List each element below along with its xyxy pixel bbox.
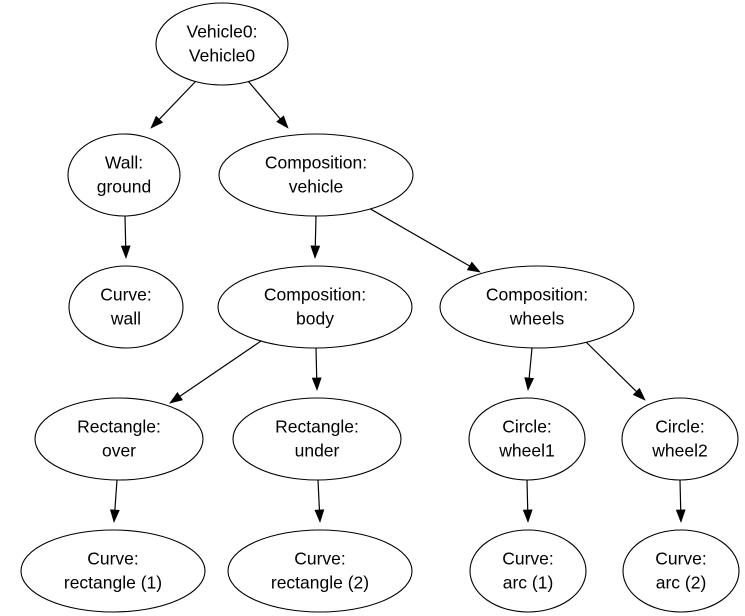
graph-edge xyxy=(524,347,535,392)
node-type-label: Curve: xyxy=(655,549,707,569)
edge-line xyxy=(528,347,533,379)
edge-arrowhead-icon xyxy=(675,509,686,524)
graph-node-curve_rectangle_1[interactable]: Curve: rectangle (1) xyxy=(20,529,206,613)
edge-arrowhead-icon xyxy=(466,261,481,273)
graph-node-composition_vehicle[interactable]: Composition: vehicle xyxy=(218,133,414,217)
edge-arrowhead-icon xyxy=(120,245,131,260)
edge-arrowhead-icon xyxy=(522,509,533,524)
graph-edge xyxy=(522,479,533,524)
edge-arrowhead-icon xyxy=(150,115,164,129)
edge-line xyxy=(124,215,127,247)
graph-node-vehicle0[interactable]: Vehicle0: Vehicle0 xyxy=(155,2,289,86)
graph-edge xyxy=(120,215,131,260)
edge-arrowhead-icon xyxy=(169,391,183,404)
graph-node-composition_body[interactable]: Composition: body xyxy=(217,265,413,349)
graph-edge xyxy=(311,347,322,392)
node-name-label: rectangle (1) xyxy=(64,573,162,593)
edge-line xyxy=(582,338,637,393)
node-type-label: Circle: xyxy=(655,417,705,437)
node-name-label: wall xyxy=(110,309,141,329)
node-ellipse[interactable] xyxy=(155,2,289,86)
node-type-label: Curve: xyxy=(87,549,139,569)
node-type-label: Circle: xyxy=(502,417,552,437)
edge-line xyxy=(158,80,197,120)
node-name-label: under xyxy=(295,441,340,461)
node-ellipse[interactable] xyxy=(67,133,181,217)
node-name-label: vehicle xyxy=(289,177,343,197)
edge-arrowhead-icon xyxy=(314,509,325,524)
graph-edge xyxy=(582,338,646,401)
node-type-label: Wall: xyxy=(105,153,143,173)
graph-node-curve_arc_1[interactable]: Curve: arc (1) xyxy=(469,529,587,613)
node-type-label: Vehicle0: xyxy=(186,22,257,42)
edge-line xyxy=(679,479,682,511)
node-name-label: Vehicle0 xyxy=(189,46,255,66)
edge-arrowhead-icon xyxy=(310,245,321,260)
graph-edge xyxy=(675,479,686,524)
node-ellipse[interactable] xyxy=(469,529,587,613)
graph-node-wall_ground[interactable]: Wall: ground xyxy=(67,133,181,217)
node-name-label: rectangle (2) xyxy=(271,573,369,593)
node-ellipse[interactable] xyxy=(468,397,586,481)
node-ellipse[interactable] xyxy=(20,529,206,613)
nodes-layer: Vehicle0:Vehicle0Wall:groundComposition:… xyxy=(20,2,740,613)
edge-arrowhead-icon xyxy=(276,115,289,129)
edge-line xyxy=(366,206,470,267)
node-ellipse[interactable] xyxy=(227,529,413,613)
graph-node-rectangle_under[interactable]: Rectangle: under xyxy=(232,397,402,481)
node-ellipse[interactable] xyxy=(68,265,184,349)
node-name-label: ground xyxy=(97,177,152,197)
graph-node-rectangle_over[interactable]: Rectangle: over xyxy=(34,397,204,481)
node-type-label: Composition: xyxy=(264,285,366,305)
node-type-label: Curve: xyxy=(100,285,152,305)
node-name-label: arc (2) xyxy=(656,573,707,593)
node-name-label: over xyxy=(102,441,136,461)
node-ellipse[interactable] xyxy=(439,265,635,349)
node-ellipse[interactable] xyxy=(232,397,402,481)
node-type-label: Rectangle: xyxy=(275,417,359,437)
node-type-label: Composition: xyxy=(265,153,367,173)
edge-arrowhead-icon xyxy=(632,387,646,401)
node-type-label: Curve: xyxy=(294,549,346,569)
node-type-label: Curve: xyxy=(502,549,554,569)
graph-node-composition_wheels[interactable]: Composition: wheels xyxy=(439,265,635,349)
node-type-label: Rectangle: xyxy=(77,417,161,437)
node-name-label: wheels xyxy=(509,309,565,329)
graph-edge xyxy=(366,206,481,273)
graph-node-curve_wall[interactable]: Curve: wall xyxy=(68,265,184,349)
node-ellipse[interactable] xyxy=(621,397,739,481)
node-name-label: arc (1) xyxy=(503,573,554,593)
edge-line xyxy=(247,80,281,120)
graph-edge xyxy=(109,479,120,524)
edge-line xyxy=(314,215,317,247)
graph-node-circle_wheel1[interactable]: Circle: wheel1 xyxy=(468,397,586,481)
node-type-label: Composition: xyxy=(486,285,588,305)
node-name-label: wheel1 xyxy=(498,441,554,461)
graph-node-curve_rectangle_2[interactable]: Curve: rectangle (2) xyxy=(227,529,413,613)
edges-layer xyxy=(109,80,686,524)
node-name-label: wheel2 xyxy=(651,441,707,461)
node-ellipse[interactable] xyxy=(34,397,204,481)
graph-node-circle_wheel2[interactable]: Circle: wheel2 xyxy=(621,397,739,481)
edge-arrowhead-icon xyxy=(311,377,322,392)
edge-line xyxy=(317,479,321,511)
graph-edge xyxy=(310,215,321,260)
edge-arrowhead-icon xyxy=(109,509,120,524)
edge-line xyxy=(179,338,265,397)
node-name-label: body xyxy=(296,309,334,329)
graph-edge xyxy=(247,80,289,129)
edge-line xyxy=(526,479,529,511)
graph-edge xyxy=(150,80,197,129)
node-ellipse[interactable] xyxy=(218,133,414,217)
graph-edge xyxy=(314,479,325,524)
graph-node-curve_arc_2[interactable]: Curve: arc (2) xyxy=(622,529,740,613)
node-ellipse[interactable] xyxy=(622,529,740,613)
edge-line xyxy=(315,347,318,379)
graph-edge xyxy=(169,338,265,404)
edge-arrowhead-icon xyxy=(524,377,535,392)
node-ellipse[interactable] xyxy=(217,265,413,349)
edge-line xyxy=(114,479,118,511)
